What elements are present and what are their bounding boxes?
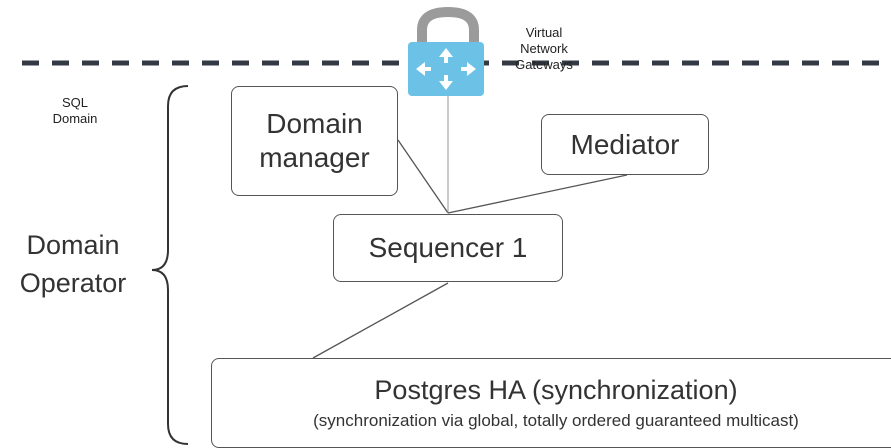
edge-mediator-sequencer bbox=[447, 174, 628, 214]
postgres-title: Postgres HA (synchronization) bbox=[374, 375, 738, 405]
edge-sequencer-postgres bbox=[312, 282, 449, 359]
domain-operator-brace bbox=[151, 85, 189, 445]
mediator-label: Mediator bbox=[570, 128, 680, 160]
virtual-network-gateway-icon bbox=[408, 6, 484, 96]
postgres-node: Postgres HA (synchronization) (synchroni… bbox=[211, 358, 891, 448]
sequencer-node: Sequencer 1 bbox=[333, 214, 563, 282]
gateway-label: Virtual Network Gateways bbox=[515, 25, 573, 72]
edge-domain-manager-sequencer bbox=[397, 139, 449, 214]
sql-domain-label: SQL Domain bbox=[52, 95, 98, 126]
postgres-subtitle: (synchronization via global, totally ord… bbox=[313, 411, 799, 430]
domain-operator-label: Domain Operator bbox=[19, 230, 127, 298]
domain-manager-node: Domain manager bbox=[231, 86, 398, 196]
sequencer-label: Sequencer 1 bbox=[368, 232, 528, 263]
domain-manager-label: Domain manager bbox=[259, 108, 370, 173]
mediator-node: Mediator bbox=[541, 114, 709, 175]
